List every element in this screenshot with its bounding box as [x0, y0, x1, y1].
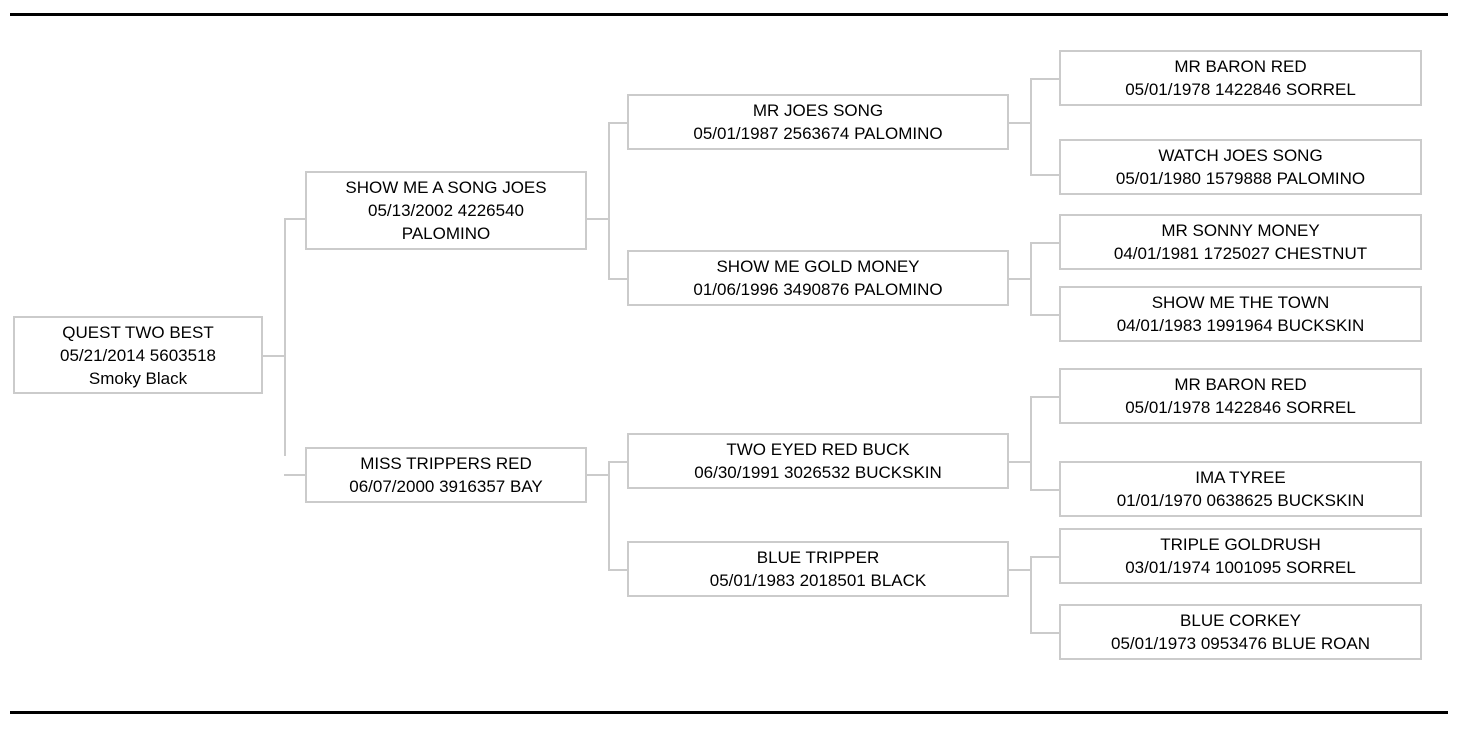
connector-to-sire-dam [608, 278, 628, 280]
connector-subject-stub [262, 355, 286, 357]
pedigree-node-dam[interactable]: MISS TRIPPERS RED 06/07/2000 3916357 BAY [305, 447, 587, 503]
node-details-line2: Smoky Black [88, 368, 188, 388]
node-name: TWO EYED RED BUCK [726, 440, 910, 459]
pedigree-node-sire-sire[interactable]: MR JOES SONG 05/01/1987 2563674 PALOMINO [627, 94, 1009, 150]
node-name: MR BARON RED [1174, 375, 1307, 394]
node-details-line1: 05/01/1980 1579888 PALOMINO [1115, 169, 1366, 188]
connector-subject-vertical [284, 218, 286, 456]
pedigree-node-dam-dam[interactable]: BLUE TRIPPER 05/01/1983 2018501 BLACK [627, 541, 1009, 597]
pedigree-node-dam-sire[interactable]: TWO EYED RED BUCK 06/30/1991 3026532 BUC… [627, 433, 1009, 489]
node-name: IMA TYREE [1195, 468, 1286, 487]
connector-dam-vertical [608, 461, 610, 571]
pedigree-node-subject[interactable]: QUEST TWO BEST 05/21/2014 5603518 Smoky … [13, 316, 263, 394]
node-name: MISS TRIPPERS RED [360, 454, 532, 473]
node-name: MR JOES SONG [752, 101, 884, 120]
connector-to-sire-sire [608, 122, 628, 124]
connector-dam-stub [586, 474, 610, 476]
pedigree-node-ds-dam[interactable]: IMA TYREE 01/01/1970 0638625 BUCKSKIN [1059, 461, 1422, 517]
node-details-line1: 06/30/1991 3026532 BUCKSKIN [694, 463, 942, 482]
node-name: TRIPLE GOLDRUSH [1160, 535, 1321, 554]
connector-to-sire [284, 218, 306, 220]
node-name: BLUE CORKEY [1180, 611, 1301, 630]
connector-to-sd-dam [1030, 314, 1060, 316]
pedigree-node-dd-sire[interactable]: TRIPLE GOLDRUSH 03/01/1974 1001095 SORRE… [1059, 528, 1422, 584]
node-name: MR SONNY MONEY [1161, 221, 1320, 240]
pedigree-node-sire[interactable]: SHOW ME A SONG JOES 05/13/2002 4226540 P… [305, 171, 587, 250]
node-details-line2: PALOMINO [401, 224, 491, 243]
node-details-line1: 05/21/2014 5603518 [60, 345, 216, 365]
pedigree-node-sd-dam[interactable]: SHOW ME THE TOWN 04/01/1983 1991964 BUCK… [1059, 286, 1422, 342]
top-divider-rule [10, 13, 1448, 16]
connector-to-dd-dam [1030, 632, 1060, 634]
node-name: QUEST TWO BEST [62, 322, 214, 342]
connector-to-sd-sire [1030, 242, 1060, 244]
connector-to-ds-dam [1030, 489, 1060, 491]
connector-sire-sire-stub [1008, 122, 1032, 124]
connector-to-dam [284, 474, 306, 476]
connector-sire-vertical [608, 122, 610, 280]
pedigree-node-dd-dam[interactable]: BLUE CORKEY 05/01/1973 0953476 BLUE ROAN [1059, 604, 1422, 660]
node-details-line1: 04/01/1983 1991964 BUCKSKIN [1116, 316, 1365, 335]
node-details-line1: 05/01/1973 0953476 BLUE ROAN [1111, 634, 1370, 653]
pedigree-node-sd-sire[interactable]: MR SONNY MONEY 04/01/1981 1725027 CHESTN… [1059, 214, 1422, 270]
connector-sire-dam-vertical [1030, 242, 1032, 316]
connector-dam-dam-vertical [1030, 556, 1032, 634]
connector-dam-sire-vertical [1030, 396, 1032, 491]
node-details-line1: 05/01/1978 1422846 SORREL [1125, 398, 1356, 417]
connector-sire-dam-stub [1008, 278, 1032, 280]
node-details-line1: 01/01/1970 0638625 BUCKSKIN [1116, 491, 1365, 510]
node-details-line1: 04/01/1981 1725027 CHESTNUT [1113, 244, 1368, 263]
connector-dam-sire-stub [1008, 461, 1032, 463]
node-details-line1: 05/01/1987 2563674 PALOMINO [693, 124, 943, 143]
node-name: SHOW ME THE TOWN [1151, 293, 1330, 312]
connector-sire-stub [586, 218, 610, 220]
connector-to-ss-dam [1030, 174, 1060, 176]
node-details-line1: 01/06/1996 3490876 PALOMINO [693, 280, 943, 299]
node-details-line1: 06/07/2000 3916357 BAY [349, 477, 543, 496]
node-details-line1: 05/01/1983 2018501 BLACK [709, 571, 927, 590]
pedigree-node-sire-dam[interactable]: SHOW ME GOLD MONEY 01/06/1996 3490876 PA… [627, 250, 1009, 306]
connector-to-dam-sire [608, 461, 628, 463]
connector-to-ds-sire [1030, 396, 1060, 398]
node-name: MR BARON RED [1174, 57, 1307, 76]
node-details-line1: 05/01/1978 1422846 SORREL [1125, 80, 1356, 99]
connector-to-dd-sire [1030, 556, 1060, 558]
pedigree-node-ss-dam[interactable]: WATCH JOES SONG 05/01/1980 1579888 PALOM… [1059, 139, 1422, 195]
connector-to-ss-sire [1030, 78, 1060, 80]
node-name: SHOW ME GOLD MONEY [716, 257, 920, 276]
connector-dam-dam-stub [1008, 569, 1032, 571]
node-name: SHOW ME A SONG JOES [345, 178, 547, 197]
connector-to-dam-dam [608, 569, 628, 571]
connector-sire-sire-vertical [1030, 78, 1032, 176]
bottom-divider-rule [10, 711, 1448, 714]
node-details-line1: 03/01/1974 1001095 SORREL [1125, 558, 1356, 577]
node-details-line1: 05/13/2002 4226540 [368, 201, 524, 220]
pedigree-node-ss-sire[interactable]: MR BARON RED 05/01/1978 1422846 SORREL [1059, 50, 1422, 106]
node-name: WATCH JOES SONG [1158, 146, 1323, 165]
node-name: BLUE TRIPPER [756, 548, 880, 567]
pedigree-node-ds-sire[interactable]: MR BARON RED 05/01/1978 1422846 SORREL [1059, 368, 1422, 424]
